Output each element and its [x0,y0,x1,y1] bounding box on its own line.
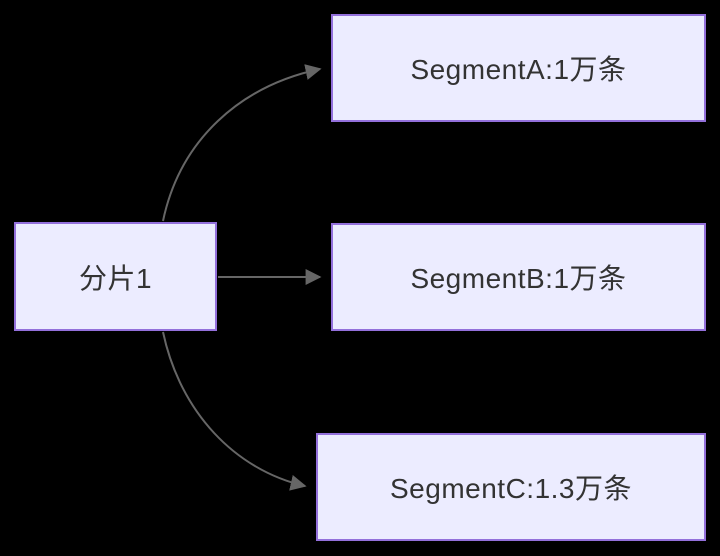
node-segment-b: SegmentB:1万条 [331,223,706,331]
node-shard1-label: 分片1 [78,262,153,294]
node-segment-a: SegmentA:1万条 [331,14,706,122]
edge-shard1-to-segment-a [162,64,322,222]
node-shard1: 分片1 [14,222,217,331]
node-segment-a-label: SegmentA:1万条 [410,54,627,85]
node-segment-c: SegmentC:1.3万条 [316,433,706,541]
edge-shard1-to-segment-c [162,331,307,491]
node-segment-c-label: SegmentC:1.3万条 [390,473,632,504]
node-segment-b-label: SegmentB:1万条 [410,263,627,294]
